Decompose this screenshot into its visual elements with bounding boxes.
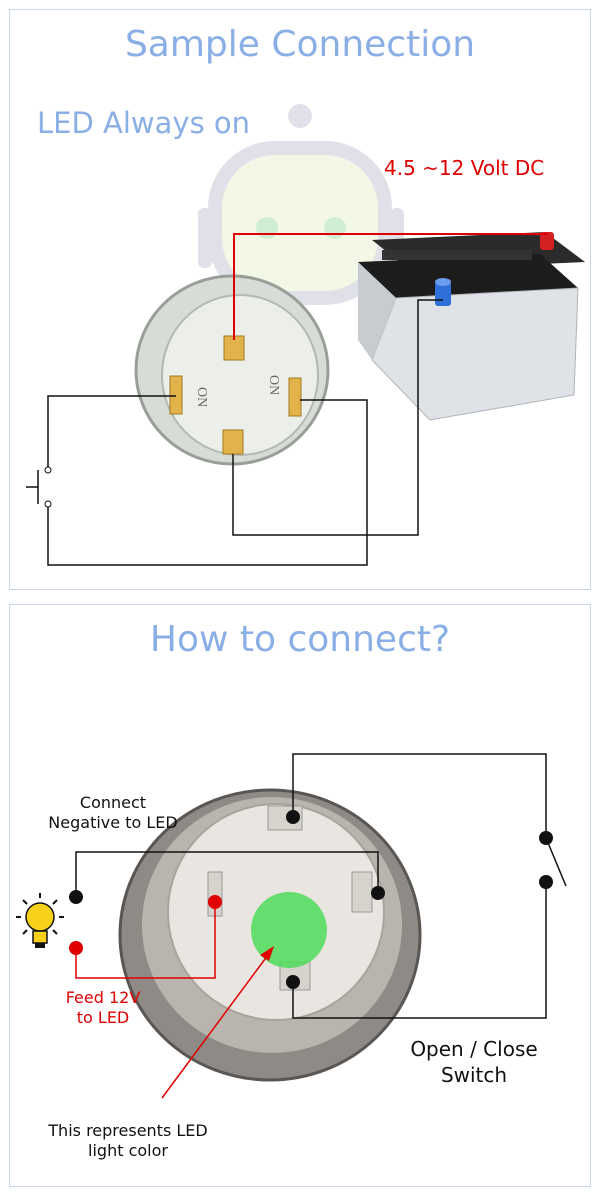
voltage-label: 4.5 ~12 Volt DC: [384, 156, 545, 180]
open-close-switch-icon: [539, 831, 567, 889]
switch-bottom-wire: [292, 882, 547, 1019]
light-bulb-icon: [16, 893, 64, 948]
negative-label: Connect Negative to LED: [48, 793, 178, 832]
switch-top-wire: [292, 753, 547, 838]
switch-label: Open / Close Switch: [410, 1037, 538, 1087]
push-switch-icon: [26, 466, 52, 508]
how-to-connect-title: How to connect?: [149, 619, 451, 660]
switch-wire-top: [47, 395, 176, 468]
sample-connection-title: Sample Connection: [124, 24, 476, 65]
ground-wire: [232, 299, 443, 536]
led-always-on-label: LED Always on: [37, 106, 251, 140]
negative-wire: [75, 851, 379, 897]
feed-wire: [75, 902, 216, 979]
feed-label: Feed 12V to LED: [65, 988, 141, 1027]
led-color-label: This represents LED light color: [48, 1121, 208, 1160]
switch-photo: [118, 788, 422, 1082]
switch-wire-bottom: [47, 399, 368, 566]
led-color-arrow: [161, 946, 274, 1099]
switch-body: ON ON: [134, 274, 330, 466]
power-wire: [233, 233, 547, 340]
top-diagram: ON ON: [26, 104, 585, 566]
battery-icon: [358, 232, 585, 421]
terminal-text-left: ON: [194, 387, 209, 407]
terminal-text-right: ON: [266, 375, 281, 395]
